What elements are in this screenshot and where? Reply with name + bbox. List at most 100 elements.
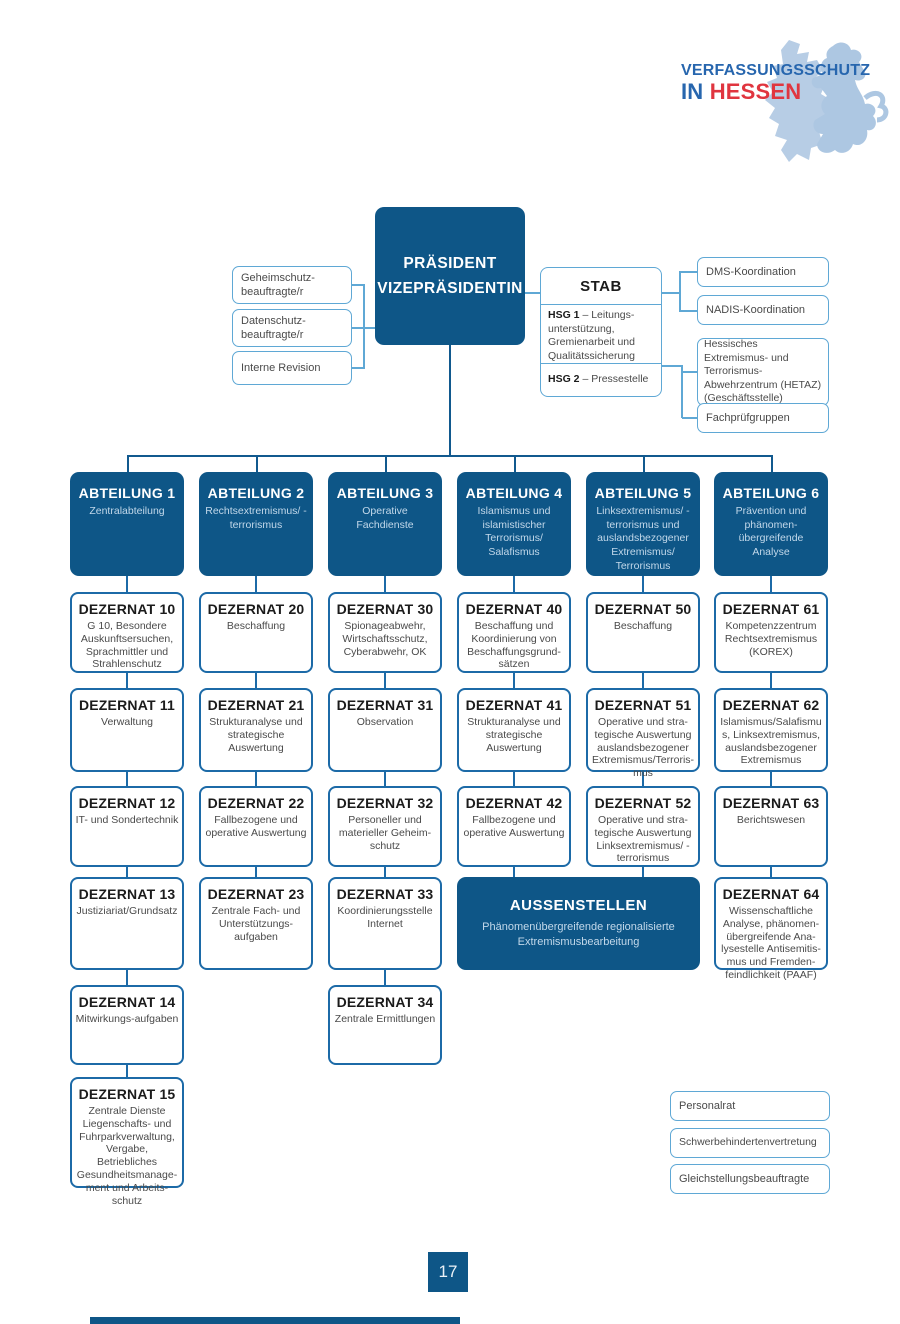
abteilung-subtitle: Operative Fachdienste bbox=[356, 505, 414, 531]
connector-line bbox=[770, 576, 772, 592]
connector-line bbox=[255, 867, 257, 877]
connector-line bbox=[384, 576, 386, 592]
logo-text-line1: VERFASSUNGSSCHUTZ bbox=[681, 62, 871, 79]
abteilung-subtitle: Islamismus und islamistischer Terrorismu… bbox=[477, 505, 551, 558]
dezernat-13-box: DEZERNAT 13 Justiziariat/Grundsatz bbox=[70, 877, 184, 970]
abteilung-subtitle: Rechtsextremismus/ -terrorismus bbox=[205, 505, 307, 531]
connector-line bbox=[127, 455, 773, 457]
dezernat-text: Justiziariat/Grundsatz bbox=[76, 905, 178, 917]
dezernat-text: Zentrale Dienste Liegenschafts- und Fuhr… bbox=[76, 1105, 178, 1207]
unit-box-nadis: NADIS-Koordination bbox=[697, 295, 829, 325]
connector-line bbox=[513, 673, 515, 688]
connector-line bbox=[770, 867, 772, 877]
logo-in: IN bbox=[681, 79, 704, 104]
connector-line bbox=[662, 292, 679, 294]
unit-box-hetaz: Hessisches Extremismus- und Terrorismus-… bbox=[697, 338, 829, 406]
connector-line bbox=[449, 345, 451, 455]
abteilung-2-box: ABTEILUNG 2 Rechtsextremismus/ -terrorism… bbox=[199, 472, 313, 576]
hsg2-text: – Pressestelle bbox=[582, 373, 649, 386]
dezernat-title: DEZERNAT 23 bbox=[207, 886, 305, 902]
abteilung-title: ABTEILUNG 1 bbox=[78, 485, 176, 501]
advisor-label: Geheimschutz-beauftragte/r bbox=[241, 271, 315, 298]
abteilung-3-box: ABTEILUNG 3 Operative Fachdienste bbox=[328, 472, 442, 576]
dezernat-title: DEZERNAT 40 bbox=[465, 601, 563, 617]
connector-line bbox=[680, 310, 697, 312]
dezernat-text: Verwaltung bbox=[101, 716, 153, 728]
abteilung-subtitle: Prävention und phänomen- übergreifende A… bbox=[735, 505, 807, 558]
connector-line bbox=[642, 576, 644, 592]
hsg2-label: HSG 2 bbox=[548, 373, 580, 386]
dezernat-title: DEZERNAT 10 bbox=[78, 601, 176, 617]
dezernat-22-box: DEZERNAT 22 Fallbezogene und operative Au… bbox=[199, 786, 313, 867]
abteilung-title: ABTEILUNG 6 bbox=[722, 485, 820, 501]
abteilung-title: ABTEILUNG 2 bbox=[207, 485, 305, 501]
abteilung-title: ABTEILUNG 5 bbox=[594, 485, 692, 501]
connector-line bbox=[513, 576, 515, 592]
dezernat-text: Operative und stra- tegische Auswertung … bbox=[594, 814, 692, 865]
connector-line bbox=[525, 292, 540, 294]
dezernat-title: DEZERNAT 13 bbox=[78, 886, 176, 902]
committee-box-gleichstellungsbeauftragte: Gleichstellungsbeauftragte bbox=[670, 1164, 830, 1194]
connector-line bbox=[662, 365, 681, 367]
dezernat-title: DEZERNAT 41 bbox=[465, 697, 563, 713]
connector-line bbox=[679, 271, 681, 312]
dezernat-title: DEZERNAT 31 bbox=[336, 697, 434, 713]
connector-line bbox=[642, 772, 644, 786]
unit-label: NADIS-Koordination bbox=[706, 303, 806, 316]
page-number: 17 bbox=[428, 1252, 468, 1292]
connector-line bbox=[255, 772, 257, 786]
logo-hessen: HESSEN bbox=[709, 79, 802, 104]
abteilung-subtitle: Zentralabteilung bbox=[89, 505, 165, 517]
connector-line bbox=[352, 367, 364, 369]
connector-line bbox=[126, 867, 128, 877]
connector-line bbox=[642, 867, 644, 877]
dezernat-text: Operative und stra- tegische Auswertung … bbox=[591, 716, 695, 780]
abteilung-title: ABTEILUNG 3 bbox=[336, 485, 434, 501]
abteilung-subtitle: Linksextremismus/ -terrorismus und ausla… bbox=[596, 505, 690, 572]
advisor-label: Datenschutz-beauftragte/r bbox=[241, 314, 306, 341]
dezernat-text: Personeller und materieller Geheim-schut… bbox=[338, 814, 432, 852]
advisor-label: Interne Revision bbox=[241, 361, 321, 374]
advisor-box-geheimschutz: Geheimschutz-beauftragte/r bbox=[232, 266, 352, 304]
unit-label: Fachprüfgruppen bbox=[706, 411, 790, 424]
dezernat-title: DEZERNAT 50 bbox=[594, 601, 692, 617]
dezernat-text: Fallbezogene und operative Auswertung bbox=[463, 814, 565, 839]
dezernat-title: DEZERNAT 22 bbox=[207, 795, 305, 811]
connector-line bbox=[513, 772, 515, 786]
hessen-map-lion-logo bbox=[765, 40, 889, 162]
connector-line bbox=[385, 455, 387, 472]
dezernat-text: Beschaffung bbox=[613, 620, 673, 632]
advisor-box-interne-revision: Interne Revision bbox=[232, 351, 352, 385]
aussenstellen-box: AUSSENSTELLEN Phänomenübergreifende regi… bbox=[457, 877, 700, 970]
dezernat-text: Berichtswesen bbox=[736, 814, 806, 826]
committee-label: Schwerbehindertenvertretung bbox=[679, 1136, 817, 1149]
connector-line bbox=[256, 455, 258, 472]
dezernat-text: Zentrale Fach- und Unterstützungs-aufgab… bbox=[211, 905, 301, 943]
dezernat-title: DEZERNAT 64 bbox=[722, 886, 820, 902]
connector-line bbox=[514, 455, 516, 472]
connector-line bbox=[682, 371, 697, 373]
stab-hsg2: HSG 2 – Pressestelle bbox=[541, 363, 661, 396]
dezernat-text: Observation bbox=[356, 716, 414, 728]
committee-box-personalrat: Personalrat bbox=[670, 1091, 830, 1121]
dezernat-text: Beschaffung bbox=[226, 620, 286, 632]
dezernat-text: Kompetenzzentrum Rechtsextremismus (KORE… bbox=[724, 620, 818, 658]
connector-line bbox=[682, 417, 697, 419]
dezernat-title: DEZERNAT 52 bbox=[594, 795, 692, 811]
dezernat-text: Fallbezogene und operative Auswertung bbox=[205, 814, 307, 839]
dezernat-text: G 10, Besondere Auskunftsersuchen, Sprac… bbox=[80, 620, 174, 671]
